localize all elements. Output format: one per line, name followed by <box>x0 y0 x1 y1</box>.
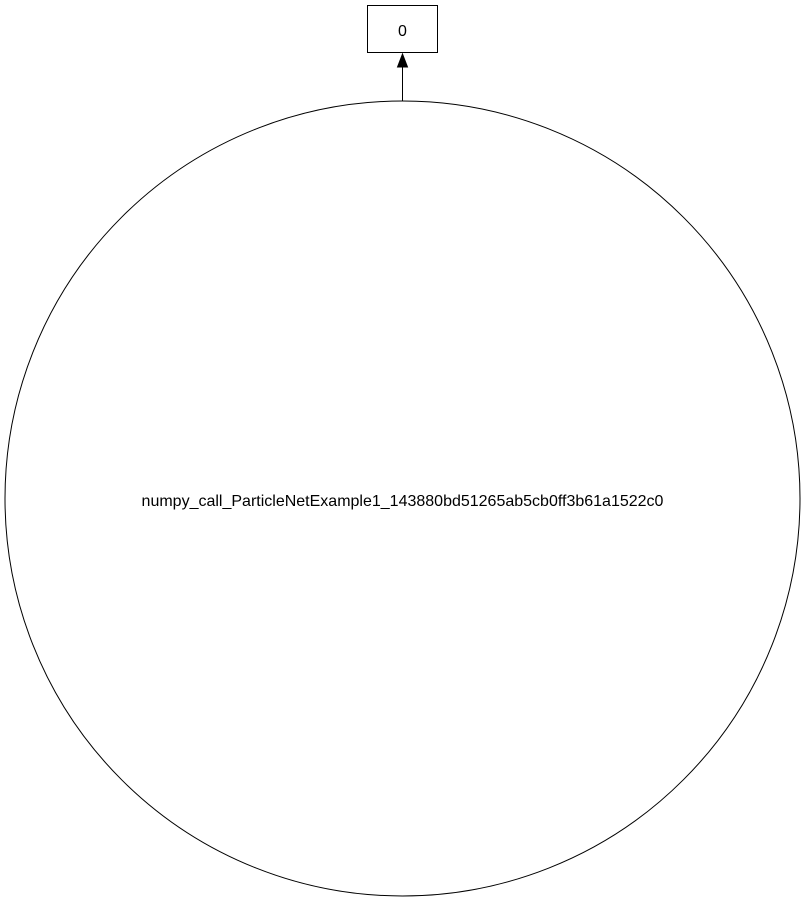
edge-call-to-output <box>396 52 409 101</box>
output-node-label: 0 <box>398 23 407 40</box>
call-node: numpy_call_ParticleNetExample1_143880bd5… <box>4 100 801 897</box>
call-node-circle <box>4 100 801 897</box>
output-node-box <box>367 5 438 53</box>
call-node-label: numpy_call_ParticleNetExample1_143880bd5… <box>142 493 664 510</box>
arrowhead-icon <box>396 52 409 68</box>
output-node: 0 <box>367 5 438 53</box>
